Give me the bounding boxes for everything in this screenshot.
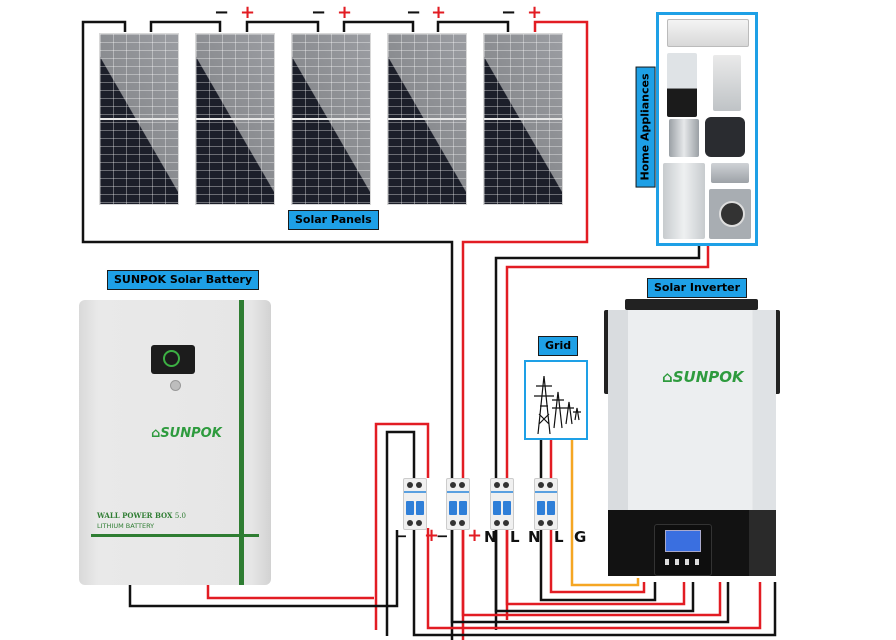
inverter-buttons	[665, 559, 701, 565]
wire-battery-positive	[206, 585, 374, 600]
panel-negative-label: −	[214, 2, 230, 23]
battery-power-button	[170, 380, 181, 391]
air-conditioner-icon	[667, 19, 749, 47]
panel-positive-label: +	[431, 2, 447, 23]
solar-inverter: ⌂SUNPOK	[604, 310, 780, 578]
terminal-pv-negative: −	[436, 527, 449, 545]
grid-label: Grid	[538, 336, 579, 356]
wire-panel-jumper	[436, 20, 510, 32]
battery-model: WALL POWER BOX 5.0	[97, 511, 186, 520]
solar-panel	[291, 33, 371, 205]
breaker-grid[interactable]	[534, 478, 558, 530]
washing-machine-icon	[709, 189, 751, 239]
wire-battery-positive-loop	[374, 422, 430, 630]
battery-type: LITHIUM BATTERY	[97, 522, 155, 530]
battery-display	[151, 345, 195, 374]
solar-panel	[483, 33, 563, 205]
panel-positive-label: +	[337, 2, 353, 23]
terminal-battery-negative: −	[395, 527, 408, 545]
panel-positive-label: +	[527, 2, 543, 23]
inverter-top-bracket	[625, 299, 758, 310]
panel-positive-label: +	[240, 2, 256, 23]
inverter-control-panel	[654, 524, 712, 576]
wire-load-live	[505, 240, 710, 620]
air-fryer-icon	[705, 117, 745, 157]
battery-green-stripe-vertical	[239, 300, 244, 585]
food-processor-icon	[713, 55, 741, 111]
terminal-load-neutral: N	[484, 528, 497, 546]
wire-load-neutral	[494, 240, 701, 630]
power-tower-icon	[534, 375, 581, 435]
wire-pv-positive	[461, 20, 589, 640]
solar-panel	[99, 33, 179, 205]
inverter-label: Solar Inverter	[647, 278, 748, 298]
wire-panel-jumper	[245, 20, 320, 32]
refrigerator-icon	[663, 163, 705, 239]
blender-icon	[667, 53, 697, 117]
solar-battery: ⌂SUNPOK WALL POWER BOX 5.0 LITHIUM BATTE…	[79, 300, 271, 585]
wire-bus	[461, 528, 722, 617]
house-logo-icon: ⌂	[151, 426, 161, 441]
home-appliances-panel	[656, 12, 758, 246]
house-logo-icon: ⌂	[662, 368, 673, 386]
terminal-grid-neutral: N	[528, 528, 541, 546]
terminal-load-live: L	[510, 528, 520, 546]
wire-grid-ground	[570, 438, 640, 587]
wire-pv-negative	[81, 20, 454, 640]
wire-panel-jumper	[342, 20, 415, 32]
breaker-load[interactable]	[490, 478, 514, 530]
kettle-icon	[669, 119, 699, 157]
toaster-oven-icon	[711, 163, 749, 183]
solar-panels-label: Solar Panels	[288, 210, 379, 230]
wire-battery-negative-loop	[385, 430, 416, 636]
breaker-pv[interactable]	[446, 478, 470, 530]
grid-box	[524, 360, 588, 440]
wire-battery-negative	[128, 530, 399, 608]
terminal-battery-positive: +	[424, 525, 440, 546]
breaker-battery[interactable]	[403, 478, 427, 530]
battery-brand-logo: ⌂SUNPOK	[151, 426, 222, 441]
terminal-pv-positive: +	[467, 525, 483, 546]
wire-bus	[412, 528, 777, 637]
panel-negative-label: −	[501, 2, 517, 23]
home-appliances-label: Home Appliances	[635, 66, 656, 188]
wire-bus	[494, 528, 695, 613]
panel-negative-label: −	[311, 2, 327, 23]
solar-panel	[195, 33, 275, 205]
wire-bus	[505, 528, 686, 606]
panel-negative-label: −	[406, 2, 422, 23]
battery-green-stripe-horizontal	[91, 534, 259, 537]
inverter-brand-logo: ⌂SUNPOK	[662, 368, 744, 386]
inverter-lcd-screen	[665, 530, 701, 552]
terminal-grid-ground: G	[574, 528, 587, 546]
solar-panel	[387, 33, 467, 205]
wire-bus	[426, 528, 762, 630]
terminal-grid-live: L	[554, 528, 564, 546]
battery-label: SUNPOK Solar Battery	[107, 270, 260, 290]
wire-panel-jumper	[149, 20, 222, 32]
wire-bus	[450, 528, 730, 624]
